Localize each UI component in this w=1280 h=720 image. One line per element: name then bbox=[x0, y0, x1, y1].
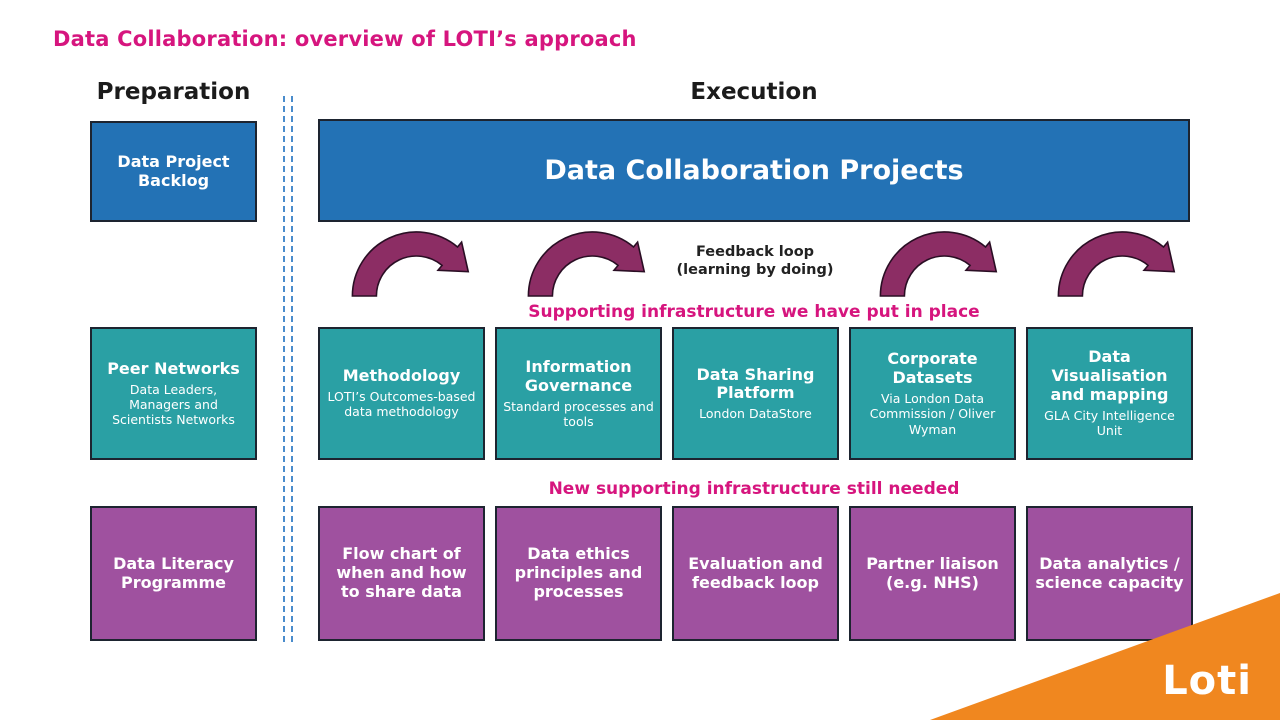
data-collaboration-projects-box: Data Collaboration Projects bbox=[318, 119, 1190, 222]
box-subtitle: Via London Data Commission / Oliver Wyma… bbox=[869, 391, 996, 437]
evaluation-feedback-box: Evaluation and feedback loop bbox=[672, 506, 839, 641]
box-subtitle: Standard processes and tools bbox=[503, 398, 654, 429]
feedback-loop-label: Feedback loop (learning by doing) bbox=[655, 243, 855, 279]
box-title: Data Sharing Platform bbox=[696, 364, 815, 403]
curved-arrow-icon bbox=[1057, 231, 1176, 297]
partner-liaison-box: Partner liaison (e.g. NHS) bbox=[849, 506, 1016, 641]
feedback-loop-line1: Feedback loop bbox=[695, 244, 815, 260]
corporate-datasets-box: Corporate Datasets Via London Data Commi… bbox=[849, 327, 1016, 460]
data-project-backlog-box: Data Project Backlog bbox=[90, 121, 257, 222]
slide-title: Data Collaboration: overview of LOTI’s a… bbox=[53, 27, 637, 51]
box-title: Data Visualisation and mapping bbox=[1050, 347, 1169, 405]
curved-arrow-icon bbox=[879, 231, 998, 297]
box-subtitle: LOTI’s Outcomes-based data methodology bbox=[327, 389, 476, 420]
box-title: Evaluation and feedback loop bbox=[688, 553, 823, 592]
box-title: Data Collaboration Projects bbox=[544, 154, 964, 186]
needed-infrastructure-row: Flow chart of when and how to share data… bbox=[318, 506, 1193, 641]
data-visualisation-box: Data Visualisation and mapping GLA City … bbox=[1026, 327, 1193, 460]
supporting-infrastructure-row: Methodology LOTI’s Outcomes-based data m… bbox=[318, 327, 1193, 460]
box-subtitle: GLA City Intelligence Unit bbox=[1044, 408, 1175, 439]
box-title: Corporate Datasets bbox=[887, 349, 978, 388]
loti-logo: Loti bbox=[1162, 658, 1252, 704]
feedback-loop-line2: (learning by doing) bbox=[676, 262, 834, 279]
box-title: Data ethics principles and processes bbox=[514, 544, 643, 601]
box-subtitle: London DataStore bbox=[699, 406, 812, 422]
peer-networks-box: Peer Networks Data Leaders, Managers and… bbox=[90, 327, 257, 460]
curved-arrow-icon bbox=[527, 231, 646, 297]
box-title: Information Governance bbox=[524, 356, 633, 395]
supporting-infrastructure-heading: Supporting infrastructure we have put in… bbox=[528, 302, 980, 322]
data-sharing-platform-box: Data Sharing Platform London DataStore bbox=[672, 327, 839, 460]
box-title: Data analytics / science capacity bbox=[1035, 553, 1184, 592]
data-analytics-box: Data analytics / science capacity bbox=[1026, 506, 1193, 641]
box-subtitle: Data Leaders, Managers and Scientists Ne… bbox=[112, 381, 235, 428]
box-title: Methodology bbox=[342, 366, 461, 386]
methodology-box: Methodology LOTI’s Outcomes-based data m… bbox=[318, 327, 485, 460]
flow-chart-box: Flow chart of when and how to share data bbox=[318, 506, 485, 641]
information-governance-box: Information Governance Standard processe… bbox=[495, 327, 662, 460]
box-title: Peer Networks bbox=[107, 358, 240, 378]
box-title: Flow chart of when and how to share data bbox=[336, 544, 467, 601]
column-divider bbox=[283, 96, 293, 642]
curved-arrow-icon bbox=[351, 231, 470, 297]
needed-infrastructure-heading: New supporting infrastructure still need… bbox=[548, 479, 960, 499]
box-title: Data Literacy Programme bbox=[113, 553, 234, 592]
box-title: Data Project Backlog bbox=[117, 151, 230, 190]
box-title: Partner liaison (e.g. NHS) bbox=[866, 553, 999, 592]
execution-header: Execution bbox=[690, 79, 818, 105]
data-literacy-programme-box: Data Literacy Programme bbox=[90, 506, 257, 641]
data-ethics-box: Data ethics principles and processes bbox=[495, 506, 662, 641]
preparation-header: Preparation bbox=[96, 79, 251, 105]
